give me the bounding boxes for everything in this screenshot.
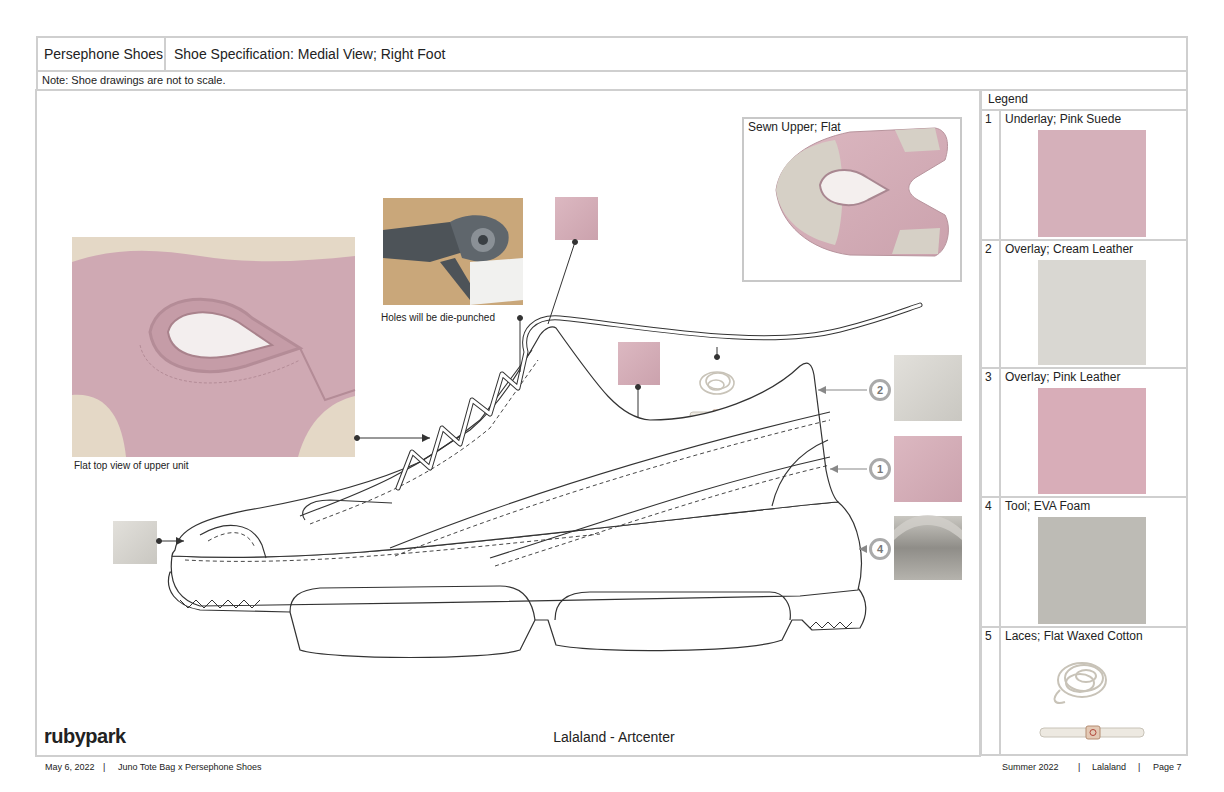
legend-text: Underlay; Pink Suede xyxy=(1005,113,1121,127)
legend-swatch xyxy=(1038,388,1146,494)
callout-number-text: 4 xyxy=(877,543,883,556)
footer-text: | xyxy=(1138,762,1140,772)
header-cell-text: Shoe Specification: Medial View; Right F… xyxy=(174,46,445,62)
legend-number: 4 xyxy=(985,500,992,514)
image-panel-text: Sewn Upper; Flat xyxy=(748,121,841,135)
brand-logo: rubypark xyxy=(44,725,126,748)
legend-text: Overlay; Pink Leather xyxy=(1005,371,1120,385)
image-panel: Sewn Upper; Flat xyxy=(742,117,962,282)
callout-number: 2 xyxy=(869,379,891,401)
footer-text: Lalaland xyxy=(1092,762,1126,772)
footer-text: Juno Tote Bag x Persephone Shoes xyxy=(118,762,261,772)
footer-text: Summer 2022 xyxy=(1002,762,1059,772)
note-band-text: Note: Shoe drawings are not to scale. xyxy=(42,74,225,87)
header-cell: Persephone Shoes xyxy=(36,36,166,72)
callout-number-text: 2 xyxy=(877,384,883,397)
footer-text: May 6, 2022 xyxy=(45,762,95,772)
project-name: Lalaland - Artcenter xyxy=(464,729,764,745)
zoom-panel-text: Flat top view of upper unit xyxy=(74,460,189,472)
legend-number: 1 xyxy=(985,113,992,127)
footer-text: Page 7 xyxy=(1153,762,1182,772)
header-cell-text: Persephone Shoes xyxy=(44,46,163,62)
zoom-panel: Flat top view of upper unit xyxy=(72,237,362,473)
note-band: Note: Shoe drawings are not to scale. xyxy=(36,70,1188,91)
photo-panel: Holes will be die-punched xyxy=(379,198,529,324)
callout-number: 1 xyxy=(869,458,891,480)
footer-text: | xyxy=(103,762,105,772)
legend-swatch xyxy=(1038,517,1146,624)
callout-number: 4 xyxy=(869,538,891,560)
header-cell: Shoe Specification: Medial View; Right F… xyxy=(164,36,1188,72)
legend-text: Tool; EVA Foam xyxy=(1005,500,1090,514)
photo-panel-text: Holes will be die-punched xyxy=(381,312,495,324)
legend-number: 5 xyxy=(985,630,992,644)
legend-number: 3 xyxy=(985,371,992,385)
legend-number: 2 xyxy=(985,243,992,257)
legend-text: Overlay; Cream Leather xyxy=(1005,243,1133,257)
callout-number-text: 1 xyxy=(877,463,883,476)
legend-swatch xyxy=(1038,260,1146,365)
footer-text: | xyxy=(1078,762,1080,772)
legend-panel-text: Legend xyxy=(988,93,1028,107)
legend-text: Laces; Flat Waxed Cotton xyxy=(1005,630,1143,644)
legend-swatch xyxy=(1038,130,1146,237)
